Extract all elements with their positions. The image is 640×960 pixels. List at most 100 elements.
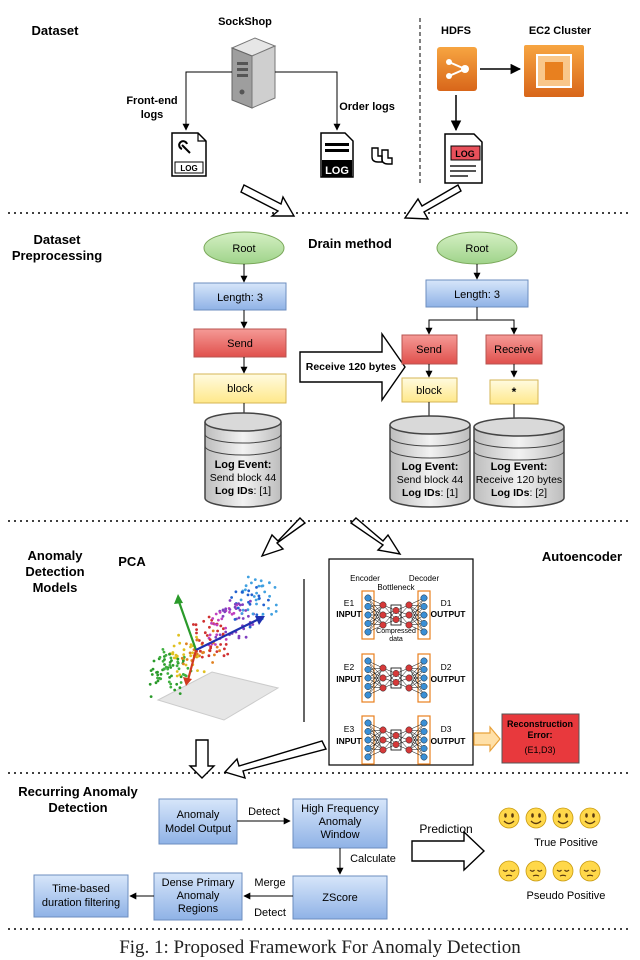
pca-point (168, 676, 172, 679)
pca-point (189, 645, 192, 649)
sockshop-label: SockShop (218, 16, 272, 28)
pca-point (162, 650, 166, 654)
pca-point (246, 608, 250, 612)
ae-row3-d: D3 (441, 724, 452, 734)
db-left-event: Send block 44 (210, 472, 277, 484)
pca-point (215, 645, 219, 649)
pca-point (164, 665, 168, 669)
ae-row3-output: OUTPUT (431, 736, 467, 746)
pca-point (183, 673, 187, 677)
pca-point (230, 596, 234, 599)
pensive-face-icons (498, 860, 601, 882)
calculate-label: Calculate (350, 853, 396, 865)
pca-point (237, 636, 241, 640)
pca-point (185, 658, 189, 661)
pca-point (195, 631, 198, 635)
pca-point (172, 656, 176, 660)
hf-label-3: Window (320, 829, 359, 841)
autoencoder-networks (361, 590, 431, 765)
pca-point (175, 674, 179, 678)
hdfs-log-file-icon: LOG (444, 133, 483, 184)
db-mid-ids: Log IDs: [1] (402, 487, 458, 499)
db-mid-event: Send block 44 (397, 474, 464, 486)
pca-point (224, 638, 228, 641)
pca-point (239, 598, 243, 602)
database-right (473, 417, 565, 508)
pca-point (200, 655, 204, 659)
decoder-label: Decoder (409, 574, 440, 583)
edge-length-send-right (425, 307, 478, 335)
pca-point (182, 662, 185, 666)
pca-point (258, 597, 261, 600)
receive-node-right (485, 334, 543, 365)
pca-point (211, 617, 215, 620)
pca-point (164, 653, 168, 657)
pca-point (189, 654, 193, 658)
block-node-right (401, 377, 458, 403)
pca-point (178, 673, 182, 677)
pca-point (156, 676, 159, 680)
pca-point (154, 681, 158, 685)
pca-point (177, 633, 181, 637)
pca-point (274, 603, 278, 607)
pca-point (267, 607, 270, 610)
db-left-ids-value: : [1] (253, 485, 271, 497)
pca-title: PCA (118, 554, 146, 569)
pca-point (170, 659, 173, 662)
pca-point (168, 652, 171, 656)
pca-point (185, 642, 188, 646)
pca-point (151, 667, 155, 671)
pca-point (223, 610, 227, 614)
drain-method-title: Drain method (308, 236, 392, 251)
zscore-label: ZScore (322, 892, 357, 904)
dense-label-1: Dense Primary (162, 877, 235, 889)
pca-point (233, 618, 237, 621)
pseudo-positive-label: Pseudo Positive (527, 890, 606, 902)
frontend-log-file-icon: LOG (171, 132, 207, 177)
pca-point (215, 650, 219, 653)
pca-point (214, 635, 218, 639)
pca-point (268, 581, 271, 585)
ec2-icon (524, 45, 584, 97)
pca-point (238, 608, 242, 612)
hf-label-1: High Frequency (301, 803, 379, 815)
compressed-label-2: data (389, 636, 403, 643)
pca-point (208, 633, 212, 637)
ec2-label: EC2 Cluster (529, 25, 592, 37)
pca-point (182, 648, 186, 652)
dense-anomaly-regions-box (153, 872, 243, 921)
section-title-models-3: Models (33, 580, 78, 595)
pca-point (255, 586, 258, 589)
pca-point (268, 594, 271, 598)
pca-point (175, 682, 179, 686)
pca-point (192, 623, 195, 626)
pca-point (224, 630, 228, 634)
pca-point (176, 660, 180, 664)
pca-point (240, 612, 244, 615)
prediction-label: Prediction (419, 822, 472, 836)
reconstruction-error-box (501, 713, 580, 764)
pca-point (159, 672, 163, 676)
frontend-logs-label-2: logs (141, 109, 164, 121)
pca-point (208, 625, 211, 629)
pca-point (217, 618, 220, 622)
bottleneck-label: Bottleneck (377, 583, 415, 592)
merge-label: Merge (254, 877, 285, 889)
ae-row1-output: OUTPUT (431, 609, 467, 619)
pca-point (184, 663, 188, 667)
send-node-right (401, 334, 458, 365)
detect-label: Detect (248, 806, 280, 818)
pca-point (255, 613, 259, 617)
pca-point (168, 663, 172, 667)
pca-point (224, 626, 228, 630)
true-positive-label: True Positive (534, 837, 598, 849)
db-right-ids-value: : [2] (529, 487, 547, 499)
pca-point (215, 623, 219, 627)
pca-point (166, 672, 170, 675)
database-left (204, 412, 282, 508)
pca-point (202, 619, 206, 623)
pca-point (175, 664, 179, 668)
pca-point (213, 622, 217, 626)
pca-point (233, 605, 237, 609)
db-left-ids-label: Log IDs (215, 485, 254, 497)
